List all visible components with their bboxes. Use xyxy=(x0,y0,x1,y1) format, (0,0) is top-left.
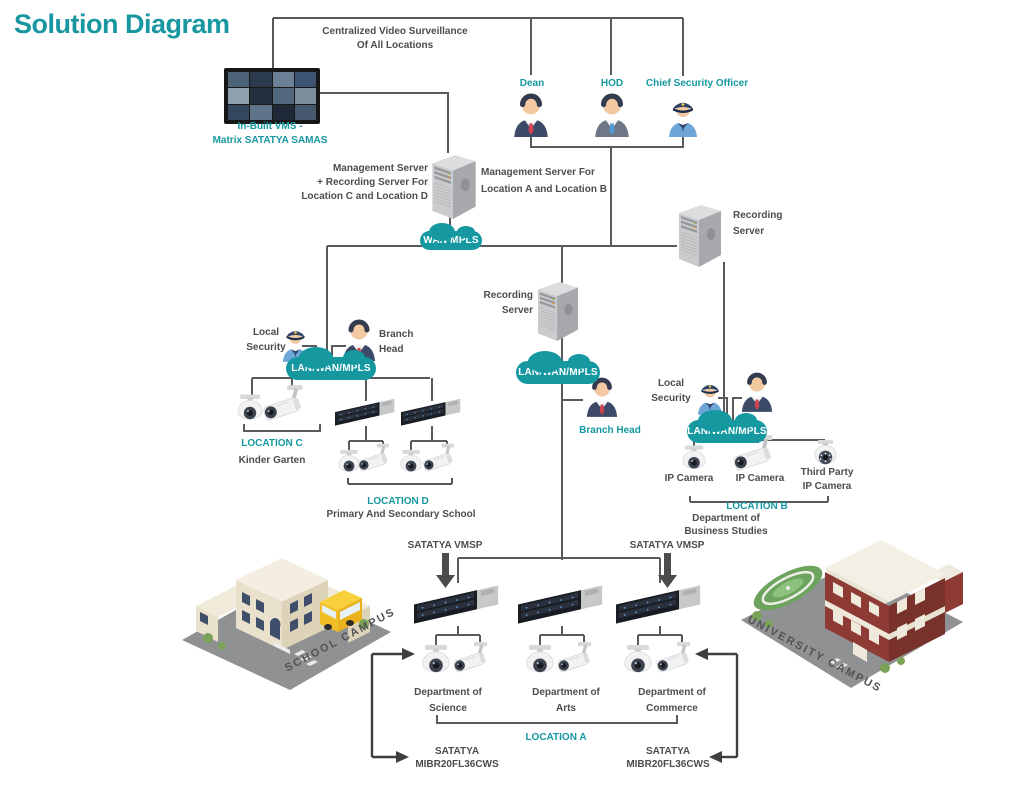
header-caption: Centralized Video Surveillance Of All Lo… xyxy=(322,26,468,51)
nvr-a1-icon xyxy=(414,581,502,626)
branch-head-c-label: Branch Head xyxy=(379,329,414,355)
department-arts-label: Department of Arts xyxy=(532,687,600,714)
camera-model-label-left: SATATYA MIBR20FL36CWS xyxy=(415,746,499,770)
recording-server-middle-icon xyxy=(534,279,582,342)
bullet-camera-d1-icon xyxy=(356,442,394,478)
bullet-camera-a2-icon xyxy=(555,641,597,679)
location-c-subtitle: Kinder Garten xyxy=(238,455,306,466)
location-b-name: LOCATION B xyxy=(726,501,788,512)
chief-security-officer-label: Chief Security Officer xyxy=(645,78,749,89)
hod-person-icon xyxy=(593,93,631,137)
bullet-camera-a3-icon xyxy=(654,641,696,679)
vms-arrow-icons xyxy=(436,553,677,588)
department-science-label: Department of Science xyxy=(414,687,482,714)
location-c-name: LOCATION C xyxy=(241,438,303,449)
video-wall-screen xyxy=(224,68,320,124)
management-server-left-caption: Management Server + Recording Server For… xyxy=(301,163,428,202)
recording-server-right-icon xyxy=(675,202,725,268)
bullet-camera-a1-icon xyxy=(451,641,493,679)
recording-server-right-caption: Recording Server xyxy=(733,210,783,237)
satatya-vms-label-right: SATATYA VMSP xyxy=(629,540,705,551)
location-a-name: LOCATION A xyxy=(525,732,587,743)
ip-camera-1-label: IP Camera xyxy=(664,473,714,484)
dome-camera-a2-icon xyxy=(523,645,557,678)
camera-model-label-right: SATATYA MIBR20FL36CWS xyxy=(626,746,710,770)
nvr-d1-icon xyxy=(335,396,397,427)
university-campus-illustration xyxy=(741,540,963,688)
lan-wan-mpls-cloud-middle: LAN/WAN/MPLS xyxy=(516,351,600,384)
local-security-b-label: Local Security xyxy=(651,378,691,404)
chief-security-officer-icon xyxy=(668,95,698,137)
branch-head-middle-label: Branch Head xyxy=(579,425,641,436)
ip-camera-2-label: IP Camera xyxy=(735,473,785,484)
nvr-d2-icon xyxy=(401,396,463,427)
video-wall-caption: In-Built VMS - Matrix SATATYA SAMAS xyxy=(212,121,328,146)
management-server-right-caption: Management Server For Location A and Loc… xyxy=(481,167,607,195)
department-commerce-label: Department of Commerce xyxy=(638,687,706,714)
location-d-subtitle: Primary And Secondary School xyxy=(326,509,476,520)
dean-person-icon xyxy=(512,93,550,137)
wan-mpls-cloud: WAN MPLS xyxy=(420,223,482,250)
location-d-name: LOCATION D xyxy=(367,496,429,507)
lan-wan-mpls-cloud-left: LAN/WAN/MPLS xyxy=(286,347,376,380)
recording-server-middle-caption: Recording Server xyxy=(483,290,533,316)
dean-label: Dean xyxy=(519,78,545,89)
camera-model-arrowheads xyxy=(396,648,722,763)
location-b-subtitle: Department of Business Studies xyxy=(684,513,768,537)
third-party-ip-camera-label: Third Party IP Camera xyxy=(800,467,854,492)
satatya-vms-label-left: SATATYA VMSP xyxy=(407,540,483,551)
bullet-camera-c-icon xyxy=(260,384,310,428)
nvr-a2-icon xyxy=(518,581,606,626)
dome-camera-a3-icon xyxy=(621,645,655,678)
branch-head-b-person-icon xyxy=(740,372,774,412)
local-security-c-label: Local Security xyxy=(246,327,286,353)
page-title: Solution Diagram xyxy=(14,9,230,39)
school-campus-illustration xyxy=(182,558,391,690)
lan-wan-mpls-cloud-right: LAN/WAN/MPLS xyxy=(687,410,767,443)
hod-label: HOD xyxy=(600,78,624,89)
dome-camera-a1-icon xyxy=(419,645,453,678)
management-server-icon xyxy=(429,152,479,220)
bullet-camera-d2-icon xyxy=(421,442,459,478)
ip-dome-camera-b-icon xyxy=(680,445,708,474)
nvr-a3-icon xyxy=(616,581,704,626)
camera-model-arrow-lines xyxy=(370,652,739,759)
